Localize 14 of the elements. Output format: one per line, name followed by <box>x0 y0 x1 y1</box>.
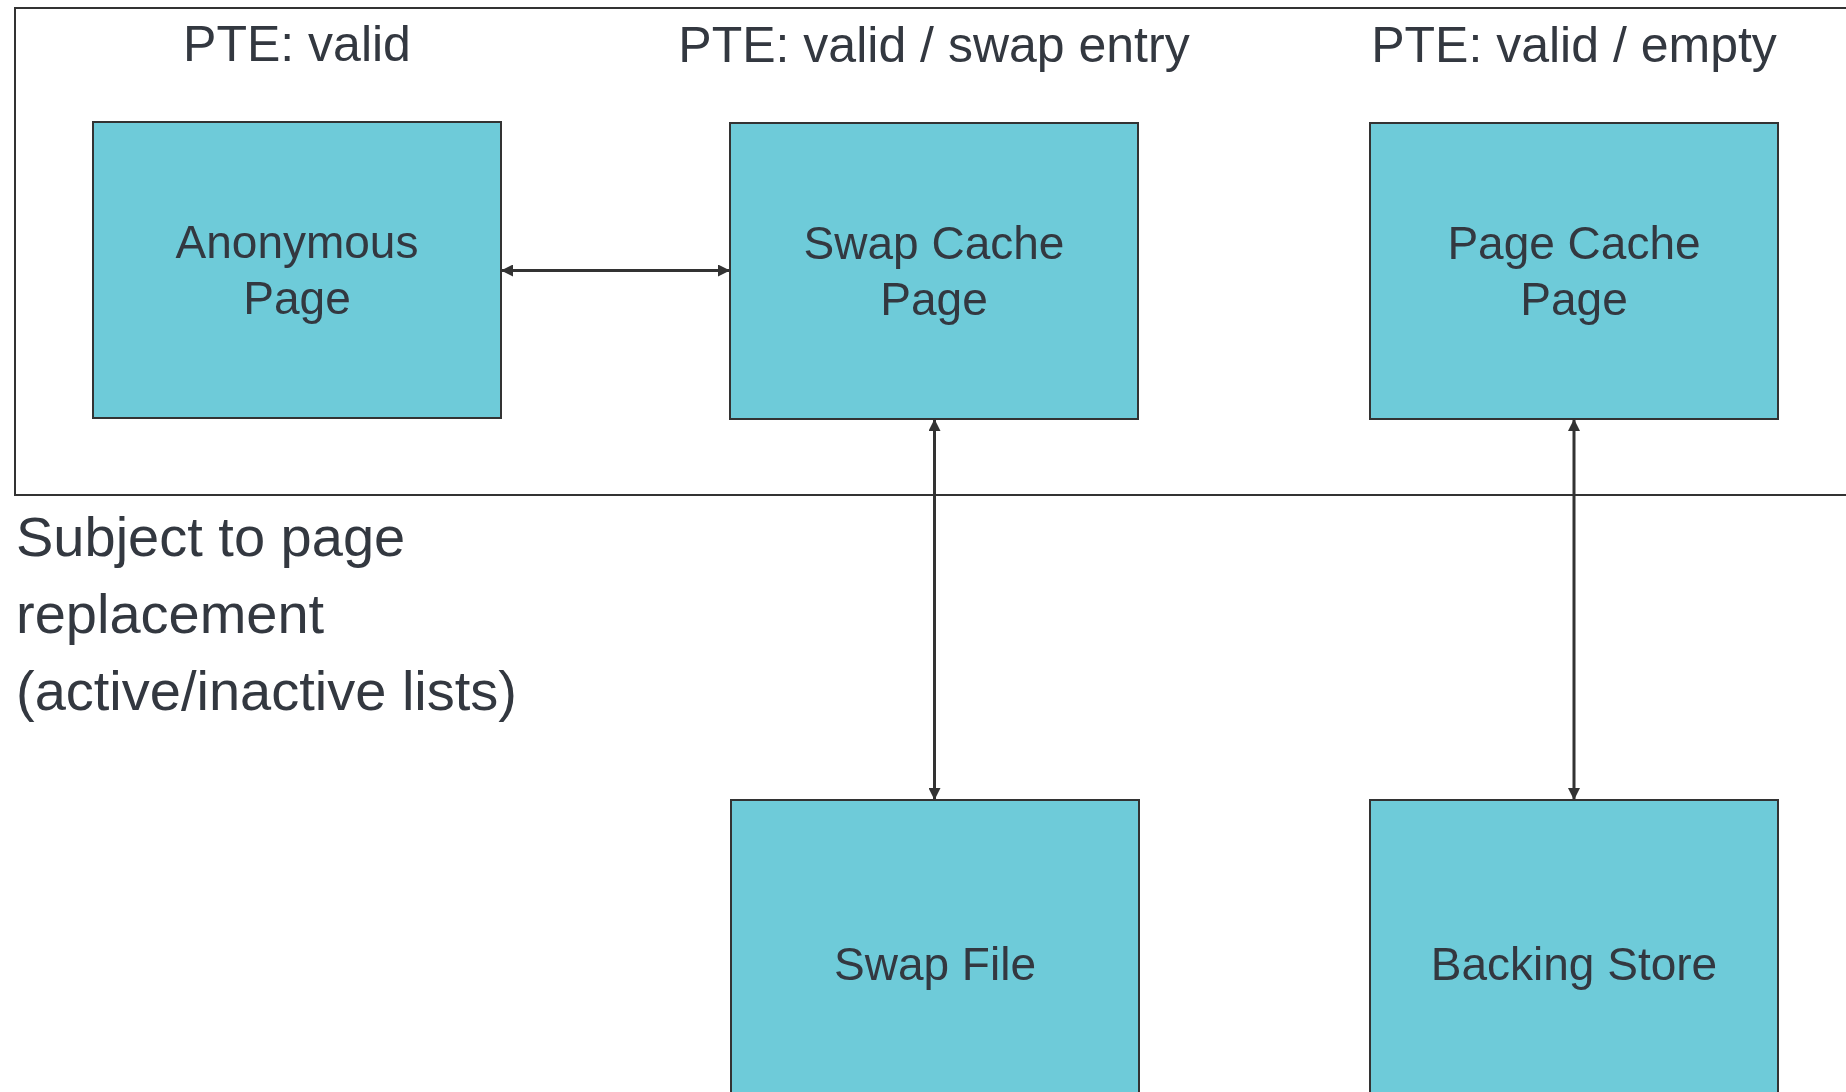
page-box <box>730 799 1140 1092</box>
box-label: Swap File <box>833 937 1037 992</box>
box-label: Page Cache Page <box>1446 216 1702 327</box>
page-box <box>1369 799 1779 1092</box>
pte-heading: PTE: valid / empty <box>1371 16 1777 74</box>
pte-heading: PTE: valid <box>183 15 411 73</box>
double-arrow <box>1568 419 1580 800</box>
box-label: Anonymous Page <box>174 215 420 326</box>
double-arrow <box>501 264 730 277</box>
group-label: Subject to page replacement (active/inactive lists) <box>16 504 519 724</box>
pte-heading: PTE: valid / swap entry <box>678 16 1190 74</box>
double-arrow <box>928 419 941 800</box>
box-label: Backing Store <box>1429 937 1719 992</box>
box-label: Swap Cache Page <box>802 216 1066 327</box>
